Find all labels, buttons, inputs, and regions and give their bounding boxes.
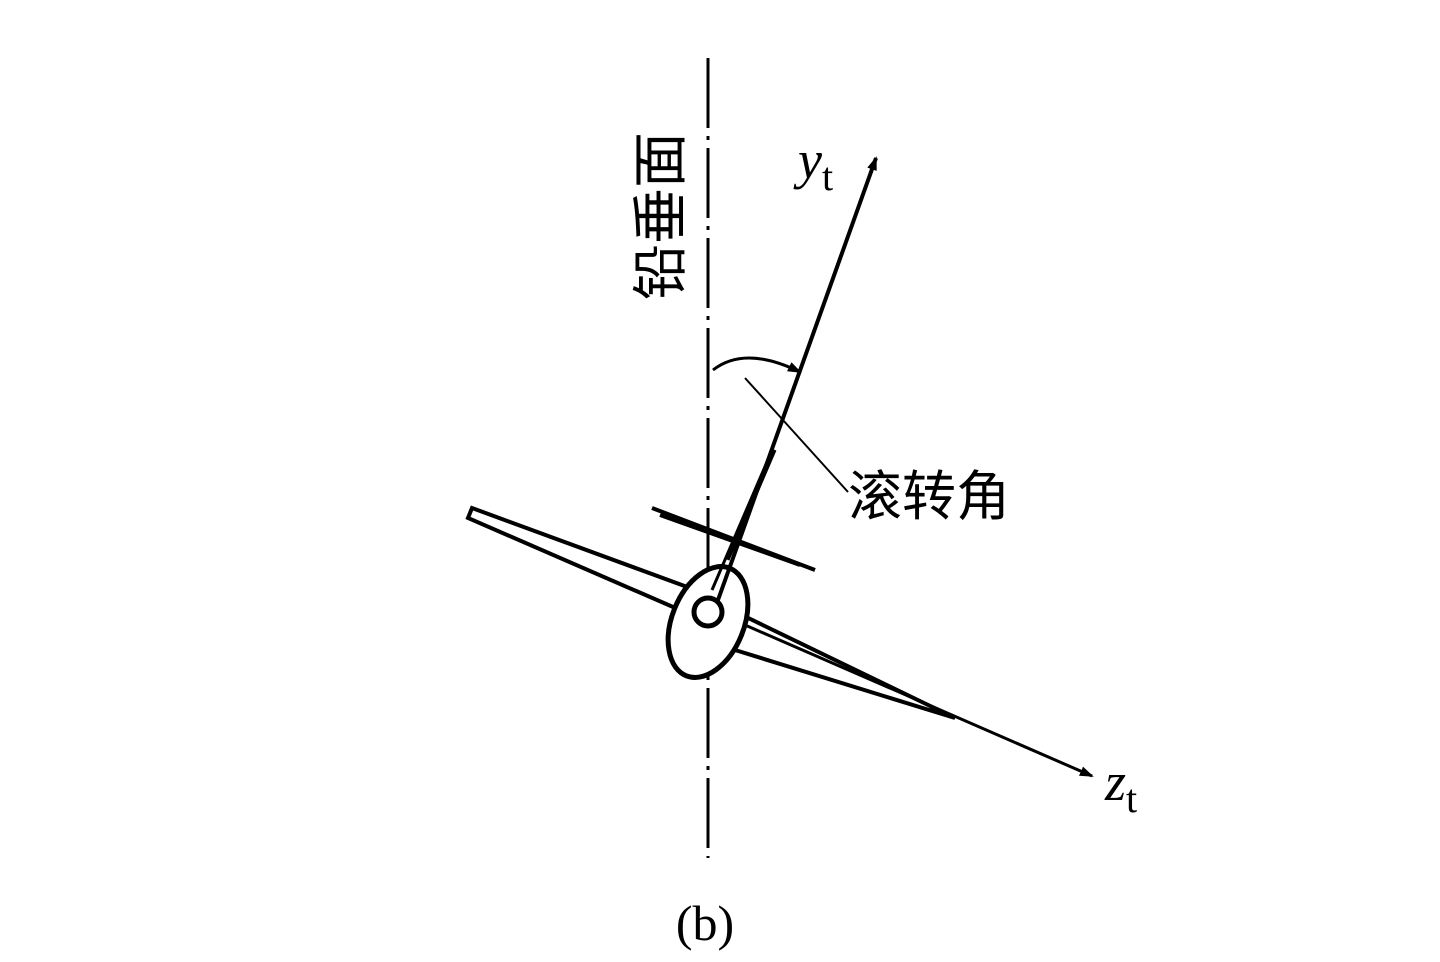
yt-axis-arrow	[716, 156, 878, 601]
roll-angle-label: 滚转角	[848, 465, 1010, 528]
roll-angle-leader	[744, 377, 849, 493]
fuselage	[665, 564, 751, 680]
roll-angle-arc	[712, 356, 802, 374]
yt-label-main: y	[793, 130, 822, 190]
zt-label-main: z	[1104, 752, 1126, 812]
vertical-plane-label: 铅垂面	[629, 132, 694, 300]
zt-label-sub: t	[1126, 776, 1137, 821]
figure-caption: (b)	[676, 895, 734, 951]
yt-label-sub: t	[822, 154, 833, 199]
zt-axis-arrow	[744, 623, 1094, 778]
left-wing	[465, 505, 691, 612]
yt-label: yt	[793, 130, 833, 199]
fuselage-hub	[691, 595, 725, 629]
zt-label: zt	[1104, 752, 1137, 821]
